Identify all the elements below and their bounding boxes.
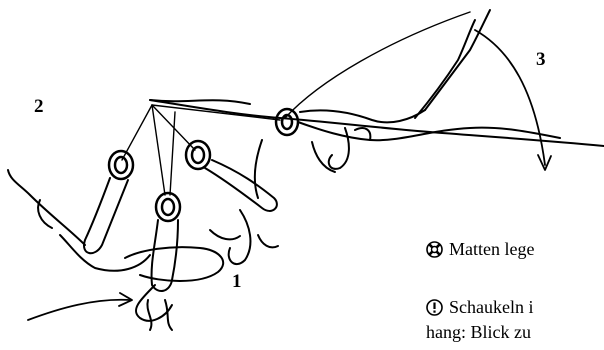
note-mats: Matten lege	[426, 238, 604, 263]
note-swing-warning: Schaukeln i hang: Blick zu	[426, 296, 604, 345]
gymnast-figure-hanging	[8, 140, 278, 330]
swing-arrow-1	[28, 293, 132, 320]
exclamation-circle-icon	[426, 299, 443, 321]
mat-outline	[150, 100, 604, 146]
lifebuoy-icon	[426, 241, 443, 263]
gymnast-figure-horizontal	[298, 10, 560, 172]
gymnastic-rings	[109, 109, 298, 221]
step-label-1: 1	[232, 272, 242, 291]
note-swing-line-2: hang: Blick zu	[426, 321, 604, 343]
step-label-3: 3	[536, 50, 546, 69]
note-mats-text: Matten lege	[449, 239, 534, 259]
note-swing-line-1: Schaukeln i	[449, 297, 533, 317]
step-label-2: 2	[34, 97, 44, 116]
